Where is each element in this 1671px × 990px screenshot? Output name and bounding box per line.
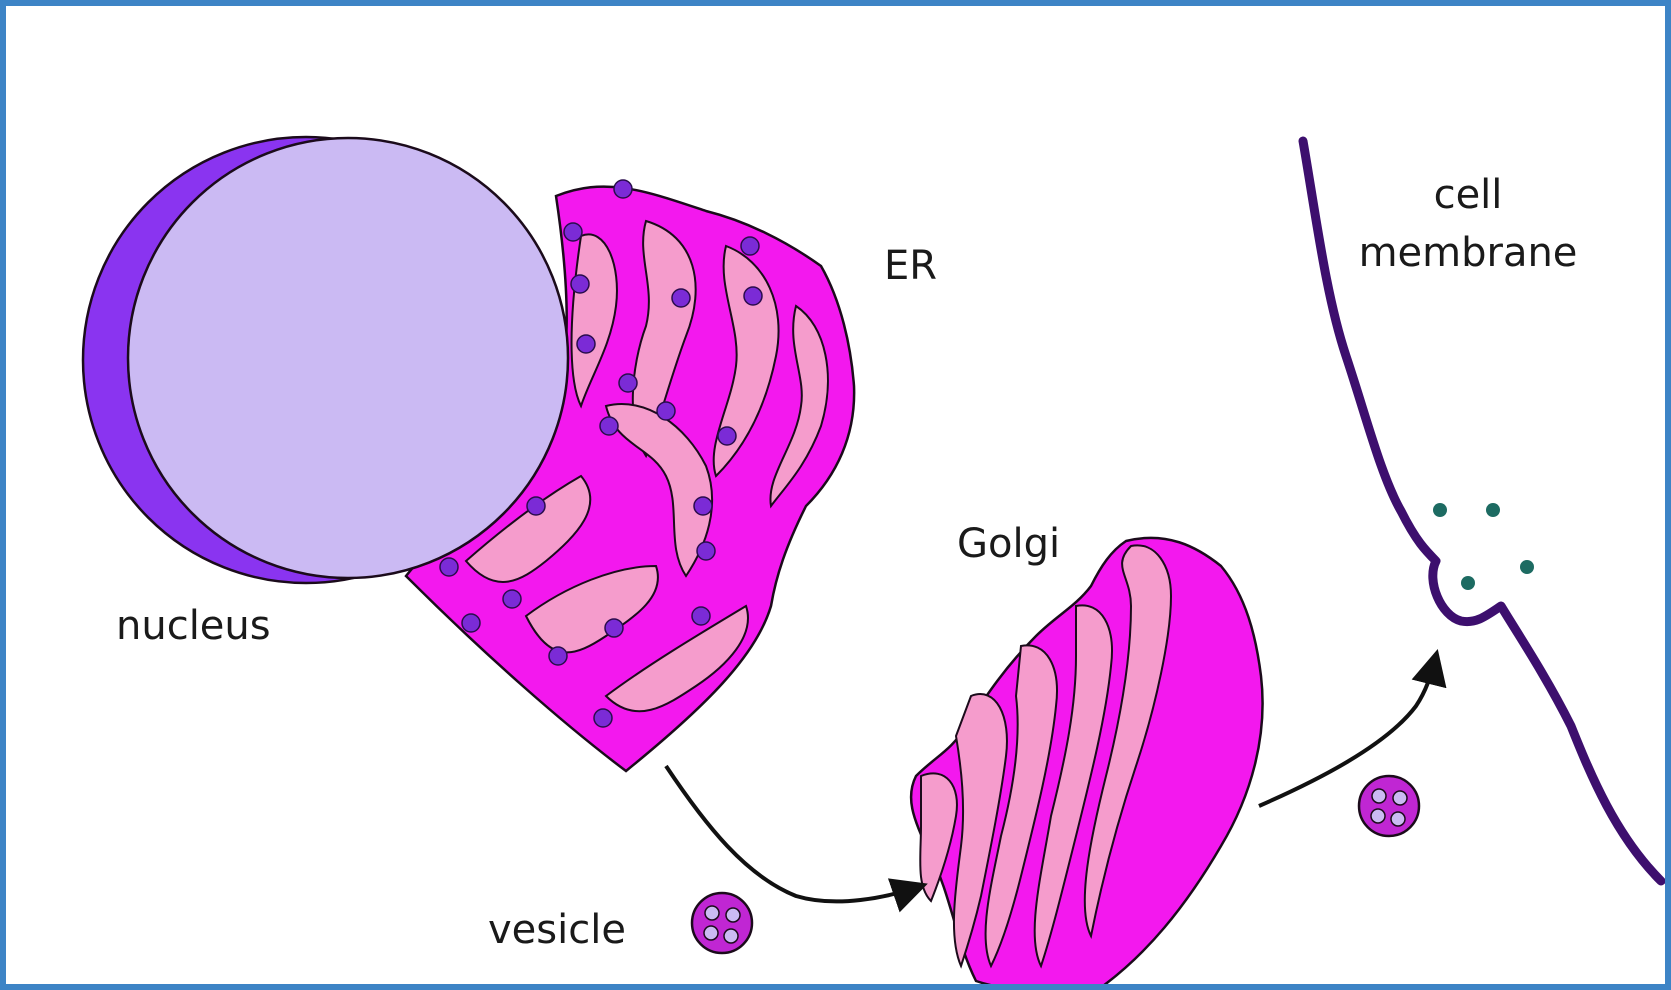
nucleus-shape: [83, 137, 568, 583]
vesicle-label: vesicle: [488, 907, 626, 953]
nucleus-front: [128, 138, 568, 578]
protein-secretion-diagram: nucleus ER Golgi cell membrane vesicle: [6, 6, 1671, 990]
arrow-er-to-golgi: [666, 766, 921, 901]
cell-membrane-label-line2: membrane: [1359, 230, 1578, 276]
vesicle-1: [692, 893, 752, 953]
er-label: ER: [884, 243, 937, 289]
secreted-proteins: [1433, 503, 1534, 590]
vesicle-2: [1359, 776, 1419, 836]
golgi-label: Golgi: [957, 521, 1060, 567]
nucleus-label: nucleus: [116, 603, 271, 649]
cell-membrane-label-line1: cell: [1434, 172, 1503, 218]
golgi-shape: [911, 538, 1263, 990]
